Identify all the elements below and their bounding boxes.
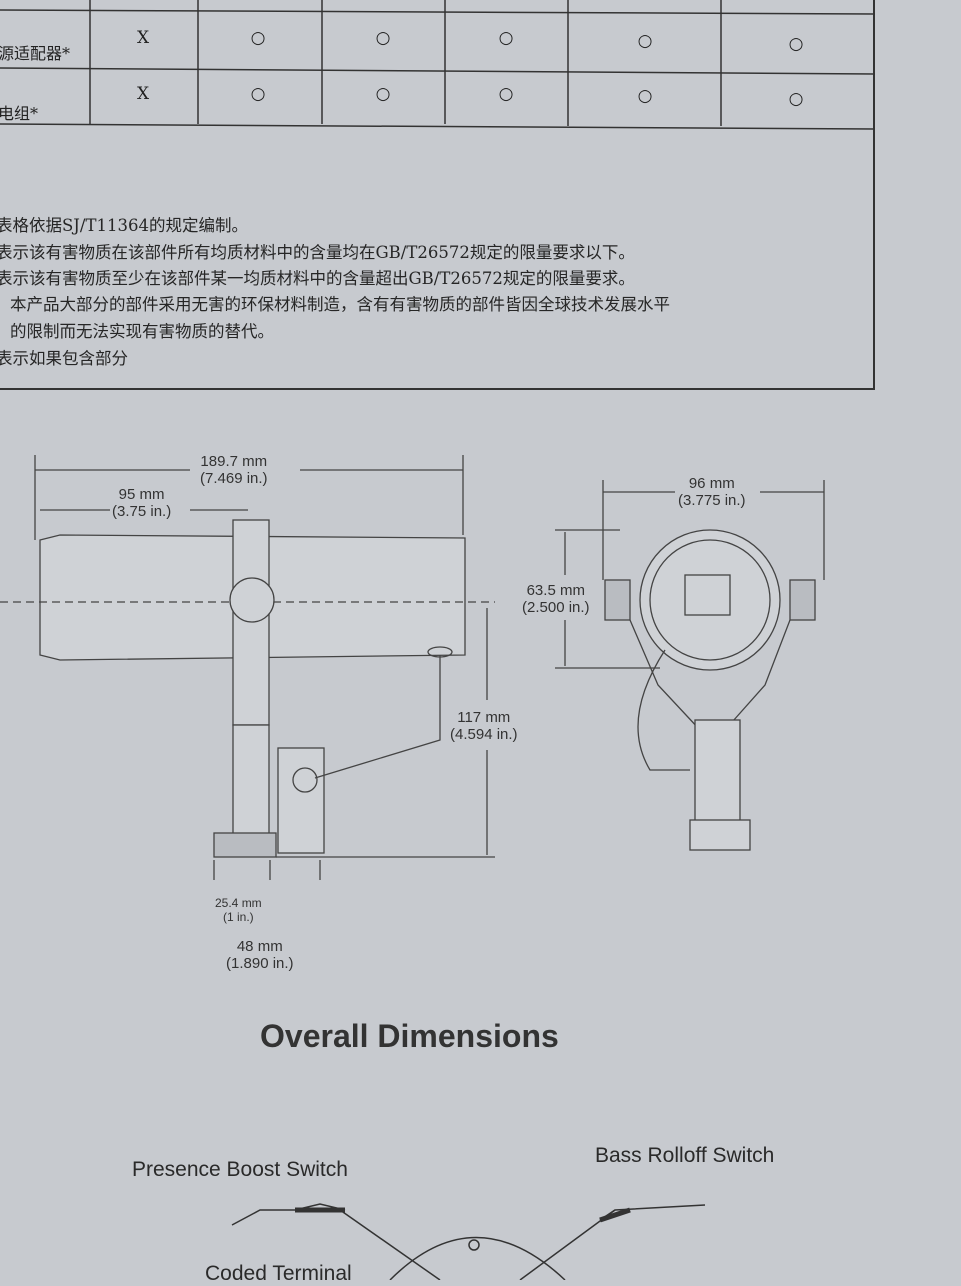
note-line: 表示该有害物质在该部件所有均质材料中的含量均在GB/T26572规定的限量要求以…: [0, 243, 635, 262]
cell: ○: [788, 34, 804, 54]
row-label: 电组*: [0, 104, 39, 123]
dim-front-diameter: 63.5 mm(2.500 in.): [522, 582, 590, 616]
cell: ○: [250, 28, 266, 48]
switch-diagram: [231, 1203, 706, 1280]
cell: X: [136, 28, 150, 48]
dim-base-depth: 48 mm(1.890 in.): [226, 938, 294, 972]
rohs-table: 源适配器* X ○ ○ ○ ○ ○ 电组* X ○ ○ ○ ○ ○: [0, 0, 875, 390]
note-line: 本产品大部分的部件采用无害的环保材料制造，含有有害物质的部件皆因全球技术发展水平: [10, 295, 670, 314]
label-bass-rolloff: Bass Rolloff Switch: [595, 1144, 775, 1167]
dim-thread: 25.4 mm(1 in.): [215, 896, 262, 924]
dim-overall-length: 189.7 mm(7.469 in.): [200, 453, 268, 487]
section-heading: Overall Dimensions: [260, 1018, 559, 1054]
cell: ○: [498, 28, 514, 48]
table-grid: [0, 0, 875, 130]
label-presence-boost: Presence Boost Switch: [132, 1158, 348, 1181]
note-line: 的限制而无法实现有害物质的替代。: [10, 322, 274, 341]
note-line: 表示如果包含部分: [0, 349, 128, 368]
cell: ○: [788, 89, 804, 109]
cell: ○: [637, 86, 653, 106]
cell: ○: [250, 84, 266, 104]
cell: ○: [375, 28, 391, 48]
dim-front-width: 96 mm(3.775 in.): [678, 475, 746, 509]
dimension-drawing: [0, 455, 825, 880]
dim-height: 117 mm(4.594 in.): [450, 709, 518, 743]
cell: ○: [375, 84, 391, 104]
cell: X: [136, 84, 150, 104]
label-coded-terminal: Coded Terminal: [205, 1262, 352, 1285]
note-line: 表示该有害物质至少在该部件某一均质材料中的含量超出GB/T26572规定的限量要…: [0, 269, 635, 288]
cell: ○: [637, 31, 653, 51]
cell: ○: [498, 84, 514, 104]
row-label: 源适配器*: [0, 44, 71, 63]
note-line: 表格依据SJ/T11364的规定编制。: [0, 216, 248, 235]
dim-pivot-offset: 95 mm(3.75 in.): [112, 486, 172, 520]
